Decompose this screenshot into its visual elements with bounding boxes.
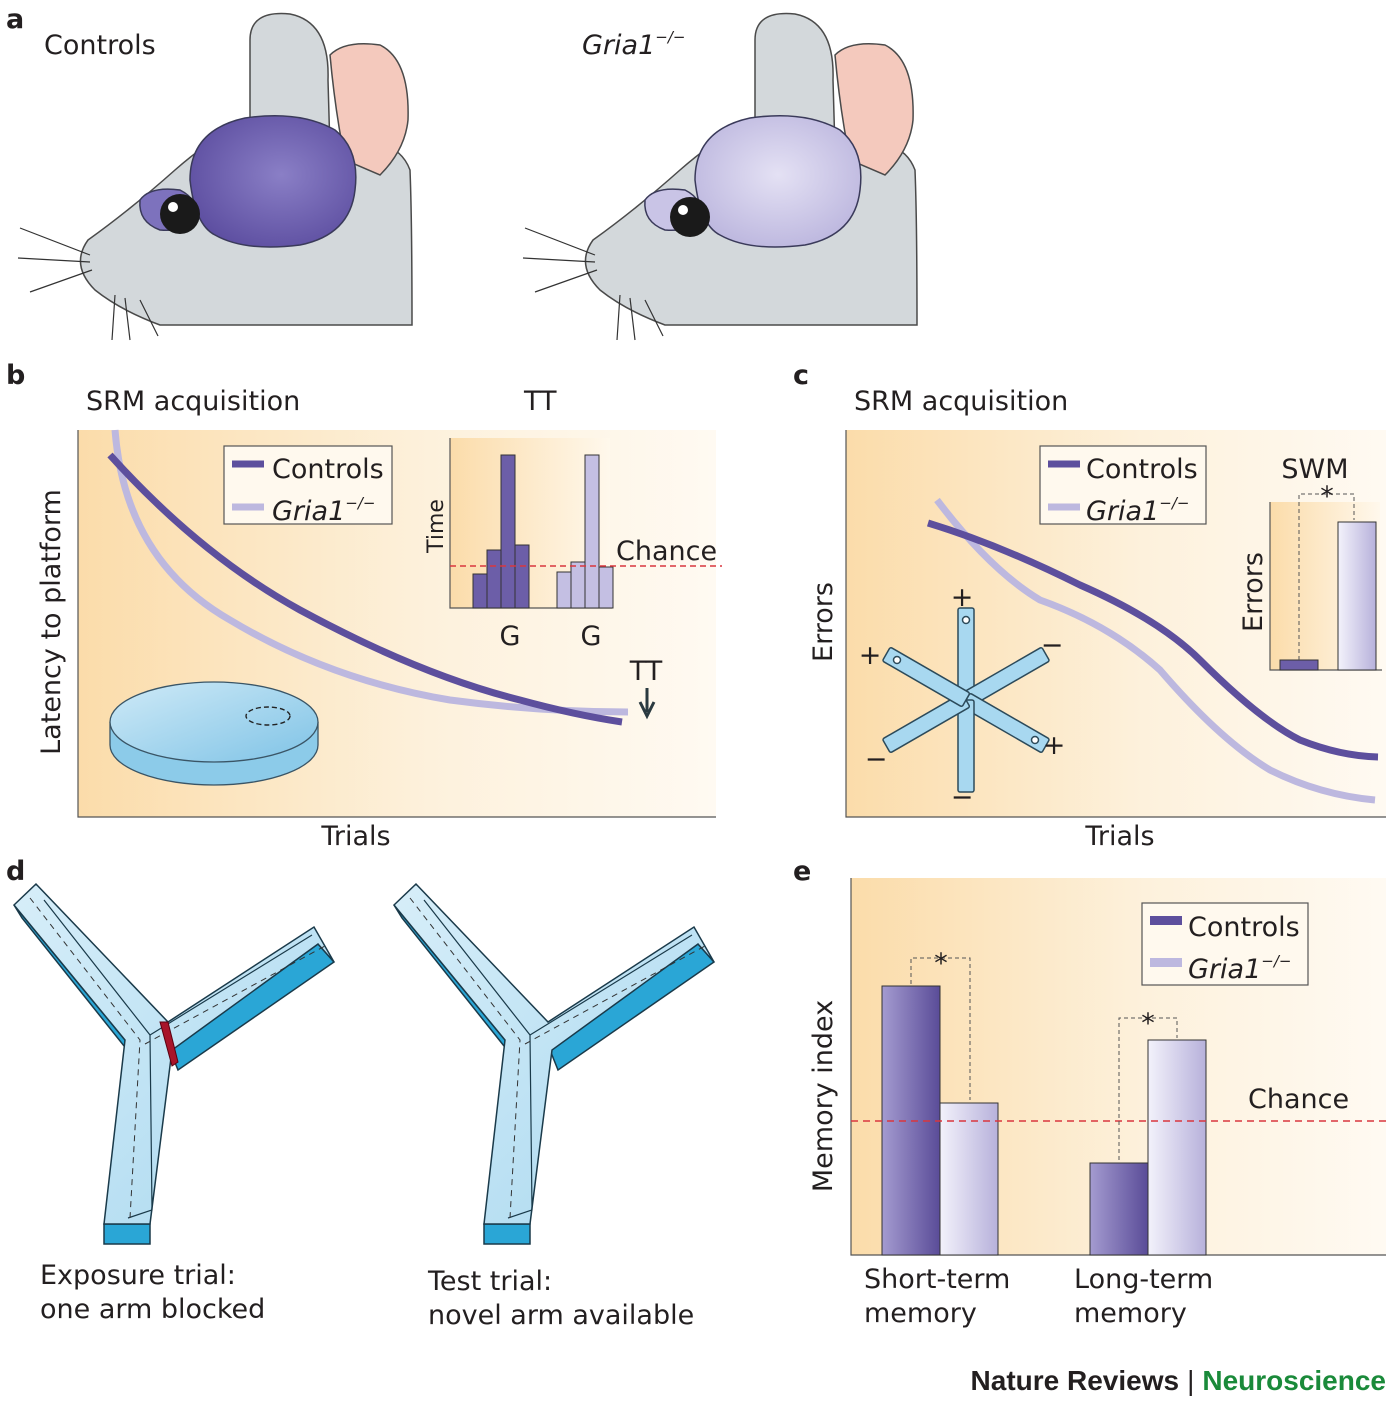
panel-c-axes xyxy=(845,430,1386,818)
panel-e-ylabel: Memory index xyxy=(808,1000,839,1192)
panel-d-letter: d xyxy=(6,856,25,887)
legend-e-controls-label: Controls xyxy=(1188,912,1300,943)
journal-footer: Nature Reviews|Neuroscience xyxy=(971,1365,1386,1396)
swm-inset-title: SWM xyxy=(1281,454,1348,485)
tt-marker-label: TT xyxy=(629,656,663,687)
group-short-term-line1: Short-term xyxy=(864,1264,1010,1295)
maze-sign-left-bottom: − xyxy=(865,744,888,775)
panel-b-legend xyxy=(223,445,393,525)
tt-arrow-icon xyxy=(638,688,656,720)
panel-c-legend xyxy=(1039,445,1207,525)
panel-c-ylabel: Errors xyxy=(808,582,839,662)
controls-errors-curve xyxy=(926,519,1379,761)
panel-e-axes xyxy=(850,878,1386,1256)
stm-gria1-bar xyxy=(939,1102,999,1256)
legend-e-gria1-swatch xyxy=(1150,958,1182,967)
panel-c-xlabel: Trials xyxy=(1084,821,1154,852)
group-long-term-line2: memory xyxy=(1074,1298,1187,1329)
tt-gria1-bars xyxy=(556,454,614,609)
gria1-latency-curve xyxy=(111,429,629,716)
tt-controls-bars xyxy=(472,454,530,609)
ltm-gria1-bar xyxy=(1147,1039,1207,1256)
maze-sign-left: + xyxy=(859,640,882,671)
swm-inset-ylabel: Errors xyxy=(1238,552,1269,632)
panel-a-controls-label: Controls xyxy=(44,30,156,61)
panel-c-title: SRM acquisition xyxy=(854,386,1068,417)
gria1-errors-curve xyxy=(934,497,1376,804)
tt-chance-label: Chance xyxy=(616,536,717,567)
panel-d-right-caption-2: novel arm available xyxy=(428,1300,694,1331)
tt-inset-ylabel: Time xyxy=(424,499,449,554)
group-long-term-line1: Long-term xyxy=(1074,1264,1213,1295)
tt-goal-label-1: G xyxy=(500,621,521,652)
ltm-sig-bracket xyxy=(1118,1017,1178,1160)
panel-b-letter: b xyxy=(6,360,25,391)
panel-e-chance-label: Chance xyxy=(1248,1084,1349,1115)
y-maze-test-icon xyxy=(392,882,716,1245)
maze-sign-right-top: − xyxy=(1041,630,1064,661)
radial-arm-maze-icon xyxy=(882,607,1050,793)
water-maze-dish-icon xyxy=(109,681,319,786)
ltm-controls-bar xyxy=(1089,1162,1149,1256)
panel-b-axes xyxy=(77,430,716,818)
panel-b-ylabel: Latency to platform xyxy=(36,489,67,755)
panel-a-letter: a xyxy=(6,4,24,35)
y-maze-exposure-icon xyxy=(12,882,336,1245)
panel-d-left-caption-2: one arm blocked xyxy=(40,1294,265,1325)
legend-c-gria1-label: Gria1−/− xyxy=(1086,494,1189,527)
panel-b-xlabel: Trials xyxy=(320,821,390,852)
panel-c-letter: c xyxy=(793,360,809,391)
swm-sig-star: * xyxy=(1320,481,1334,512)
swm-sig-bracket xyxy=(1298,493,1355,660)
group-short-term-line2: memory xyxy=(864,1298,977,1329)
maze-sign-bottom: − xyxy=(951,782,974,813)
panel-e-letter: e xyxy=(793,856,811,887)
tt-goal-label-2: G xyxy=(581,621,602,652)
mouse-head-controls xyxy=(17,12,413,341)
legend-e-gria1-label: Gria1−/− xyxy=(1188,952,1291,985)
panel-d-left-caption-1: Exposure trial: xyxy=(40,1260,236,1291)
stm-sig-bracket xyxy=(910,957,971,1100)
swm-gria1-bar xyxy=(1337,521,1377,671)
panel-d-right-caption-1: Test trial: xyxy=(427,1266,552,1297)
stm-sig-star: * xyxy=(934,948,948,979)
legend-gria1-label: Gria1−/− xyxy=(272,494,375,527)
ltm-sig-star: * xyxy=(1141,1008,1155,1039)
panel-b-title: SRM acquisition xyxy=(86,386,300,417)
legend-e-controls-swatch xyxy=(1150,916,1182,925)
legend-controls-label: Controls xyxy=(272,454,384,485)
legend-c-controls-label: Controls xyxy=(1086,454,1198,485)
controls-latency-curve xyxy=(107,452,623,726)
panel-b-tt-title: TT xyxy=(523,386,557,417)
panel-a-gria1-label: Gria1−/− xyxy=(582,28,685,61)
swm-controls-bar xyxy=(1279,659,1319,671)
mouse-head-gria1 xyxy=(522,12,918,341)
maze-sign-right-bottom: + xyxy=(1043,730,1066,761)
maze-sign-top: + xyxy=(951,582,974,613)
